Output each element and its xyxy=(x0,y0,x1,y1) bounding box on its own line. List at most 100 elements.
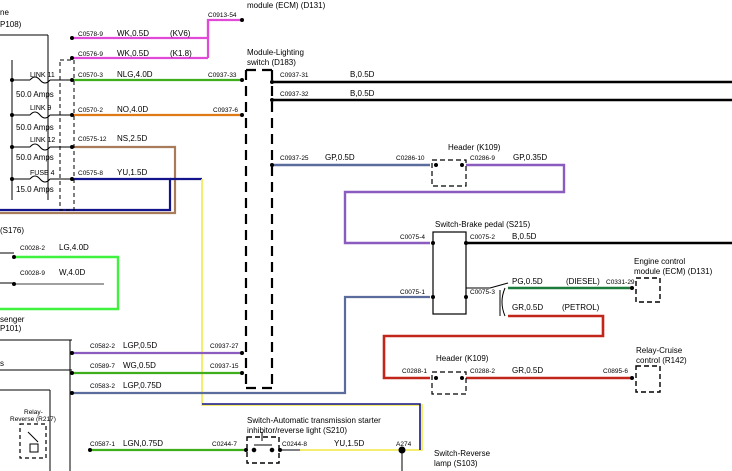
fuse-fuse4-name: FUSE 4 xyxy=(30,170,55,177)
conn-c0589-7: C0589-7 xyxy=(90,363,115,370)
header-k109-bottom-label: Header (K109) xyxy=(436,354,489,363)
partial-engine-label: ne xyxy=(0,8,9,17)
fuse-link9-name: LINK 9 xyxy=(30,105,52,112)
junction-dots xyxy=(10,18,634,454)
lighting-switch-label-2: switch (D183) xyxy=(247,58,296,67)
fuse-link12-rating: 50.0 Amps xyxy=(16,153,54,162)
fuse-link12-name: LINK 12 xyxy=(30,137,55,144)
conn-c0582-2: C0582-2 xyxy=(90,343,115,350)
wire-label-wk-kv6: WK,0.5D xyxy=(117,29,149,38)
conn-c0075-2: C0075-2 xyxy=(470,234,495,241)
fuse-fuse4-rating: 15.0 Amps xyxy=(16,185,54,194)
wire-label-yu-left: YU,1.5D xyxy=(117,168,147,177)
conn-c0331-29: C0331-29 xyxy=(606,279,635,286)
header-k109-top-box xyxy=(431,159,467,187)
lighting-switch-label-1: Module-Lighting xyxy=(247,48,304,57)
wire-label-nlg: NLG,4.0D xyxy=(117,70,153,79)
wire-yu-navy-return xyxy=(202,403,421,450)
conn-c0937-31: C0937-31 xyxy=(280,72,309,79)
brake-switch-contacts xyxy=(466,282,509,317)
relay-cruise-label-1: Relay-Cruise xyxy=(636,346,683,355)
wire-label-pg: PG,0.5D xyxy=(512,277,543,286)
partial-p108-label: P108) xyxy=(0,20,22,29)
trans-switch-contact xyxy=(251,444,275,453)
conn-c0028-2: C0028-2 xyxy=(20,245,45,252)
conn-c0288-2: C0288-2 xyxy=(470,368,495,375)
relay-reverse-internals xyxy=(27,431,39,453)
lighting-switch-outline xyxy=(244,68,274,390)
wire-label-gr: GR,0.5D xyxy=(512,303,543,312)
conn-c0028-9: C0028-9 xyxy=(20,270,45,277)
wire-label-diesel: (DIESEL) xyxy=(566,277,600,286)
wire-gp-035 xyxy=(343,163,566,245)
conn-c0895-6: C0895-6 xyxy=(603,368,628,375)
wire-label-gp-035: GP,0.35D xyxy=(513,153,547,162)
partial-passenger-label-2: P101) xyxy=(0,324,22,333)
conn-c0244-7: C0244-7 xyxy=(212,441,237,448)
conn-c0937-15: C0937-15 xyxy=(210,363,239,370)
wire-lg-40 xyxy=(0,255,120,311)
wire-label-w-40: W,4.0D xyxy=(59,268,85,277)
trans-switch-label-2: inhibitor/reverse light (S210) xyxy=(247,426,347,435)
trans-switch-label-1: Switch-Automatic transmission starter xyxy=(247,416,381,425)
conn-c0575-8: C0575-8 xyxy=(78,170,103,177)
conn-c0075-3: C0075-3 xyxy=(470,289,495,296)
conn-c0937-25: C0937-25 xyxy=(280,155,309,162)
wire-label-b-brake: B,0.5D xyxy=(512,232,537,241)
wire-label-ns: NS,2.5D xyxy=(117,134,147,143)
wire-label-kv6: (KV6) xyxy=(170,29,191,38)
conn-c0583-2: C0583-2 xyxy=(90,383,115,390)
fuse-link9-rating: 50.0 Amps xyxy=(16,123,54,132)
conn-c0286-9: C0286-9 xyxy=(470,155,495,162)
partial-s-label: s xyxy=(0,359,4,368)
fuse-link11-name: LINK 11 xyxy=(30,72,55,79)
wire-label-lgp-05: LGP,0.5D xyxy=(123,341,157,350)
conn-c0587-1: C0587-1 xyxy=(90,441,115,448)
wire-label-k18: (K1.8) xyxy=(170,49,192,58)
wire-label-lgp-075: LGP,0.75D xyxy=(123,381,162,390)
relay-cruise-box xyxy=(635,365,661,393)
conn-c0576-9: C0576-9 xyxy=(78,51,103,58)
conn-a274: A274 xyxy=(396,441,412,448)
wire-yu-yellow xyxy=(201,179,423,451)
reverse-switch-label-1: Switch-Reverse xyxy=(434,449,491,458)
relay-reverse-label-1: Relay- xyxy=(24,409,43,416)
reverse-switch-label-2: lamp (S103) xyxy=(434,459,478,468)
wire-label-wk-k18: WK,0.5D xyxy=(117,49,149,58)
wire-label-lg-40: LG,4.0D xyxy=(59,243,89,252)
fuse-link11-rating: 50.0 Amps xyxy=(16,90,54,99)
conn-c0288-1: C0288-1 xyxy=(402,368,427,375)
conn-c0570-2: C0570-2 xyxy=(78,107,103,114)
wire-label-no: NO,4.0D xyxy=(117,105,148,114)
wire-brake-to-lgp xyxy=(242,295,430,395)
conn-c0937-33: C0937-33 xyxy=(208,72,237,79)
conn-c0937-32: C0937-32 xyxy=(280,91,309,98)
wire-label-gp: GP,0.5D xyxy=(325,153,355,162)
fuse-block-outline xyxy=(59,59,75,211)
ecm-right-label-1: Engine control xyxy=(634,257,685,266)
conn-c0075-4: C0075-4 xyxy=(400,234,425,241)
conn-c0937-6: C0937-6 xyxy=(213,107,238,114)
wire-label-b-31: B,0.5D xyxy=(350,70,375,79)
brake-switch-label: Switch-Brake pedal (S215) xyxy=(435,220,530,229)
partial-passenger-label-1: senger xyxy=(0,315,25,324)
wire-label-lgn: LGN,0.75D xyxy=(123,439,163,448)
partial-s176-label: (S176) xyxy=(0,226,24,235)
fuse-symbols xyxy=(29,76,72,183)
conn-c0575-12: C0575-12 xyxy=(78,136,107,143)
brake-switch-box xyxy=(432,231,467,315)
relay-cruise-label-2: control (R142) xyxy=(636,356,687,365)
relay-reverse-label-2: Reverse (R217) xyxy=(10,416,56,423)
header-k109-bottom-box xyxy=(431,371,467,395)
wire-label-yu-trans: YU,1.5D xyxy=(334,439,364,448)
conn-c0570-3: C0570-3 xyxy=(78,72,103,79)
relay-reverse-box xyxy=(19,423,47,459)
wire-gr xyxy=(382,314,605,380)
wire-yu-left xyxy=(0,177,172,212)
conn-c0578-9: C0578-9 xyxy=(78,31,103,38)
conn-c0913-54: C0913-54 xyxy=(208,12,237,19)
header-k109-top-label: Header (K109) xyxy=(448,143,501,152)
wire-label-b-32: B,0.5D xyxy=(350,89,375,98)
ecm-right-label-2: module (ECM) (D131) xyxy=(634,267,713,276)
